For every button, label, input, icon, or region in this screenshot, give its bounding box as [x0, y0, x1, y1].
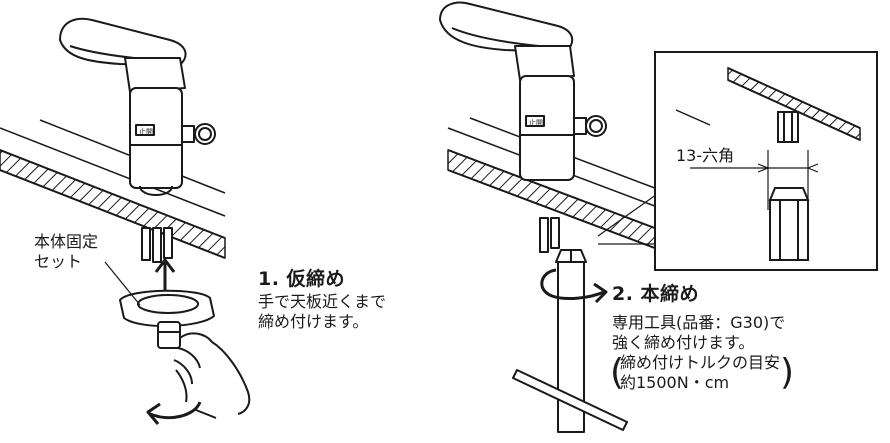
step-1-title: 1. 仮締め — [258, 268, 346, 290]
right-faucet-body: 止開 — [439, 1, 607, 181]
rotate-counterclockwise-icon — [146, 401, 202, 425]
step-2-note-line1: 締め付けトルクの目安 — [620, 352, 781, 372]
arrow-up-icon — [154, 258, 176, 292]
hand-illustration — [173, 332, 251, 419]
step-2-note: ( 締め付けトルクの目安 約1500N・cm ) — [610, 351, 795, 393]
right-shanks — [539, 217, 560, 253]
fixing-set — [119, 289, 215, 349]
rotate-clockwise-icon — [540, 268, 608, 304]
step-2-note-line2: 約1500N・cm — [620, 372, 730, 392]
left-faucet-figure: 止開 — [0, 17, 251, 425]
step-1-line2: 締め付けます。 — [258, 311, 369, 331]
step-2: 2. 本締め 専用工具(品番：G30)で 強く締め付けます。 ( 締め付けトルク… — [610, 283, 795, 393]
step-2-line1: 専用工具(品番：G30)で — [612, 312, 786, 332]
hex-detail-inset — [654, 51, 878, 271]
fixing-set-label-line1: 本体固定 — [34, 232, 99, 251]
left-shanks — [141, 227, 173, 263]
hex-size-label: 13-六角 — [676, 146, 735, 165]
svg-text:止開: 止開 — [139, 127, 153, 136]
fixing-set-label-line2: セット — [34, 252, 83, 271]
left-faucet-body: 止開 — [59, 17, 216, 196]
fixing-set-label: 本体固定 セット — [34, 232, 98, 272]
step-2-title: 2. 本締め — [612, 283, 700, 305]
step-1: 1. 仮締め 手で天板近くまで 締め付けます。 — [258, 268, 386, 332]
step-1-line1: 手で天板近くまで — [258, 291, 387, 311]
svg-text:止開: 止開 — [529, 118, 543, 127]
step-2-line2: 強く締め付けます。 — [612, 332, 755, 352]
special-tool-g30 — [512, 249, 628, 433]
